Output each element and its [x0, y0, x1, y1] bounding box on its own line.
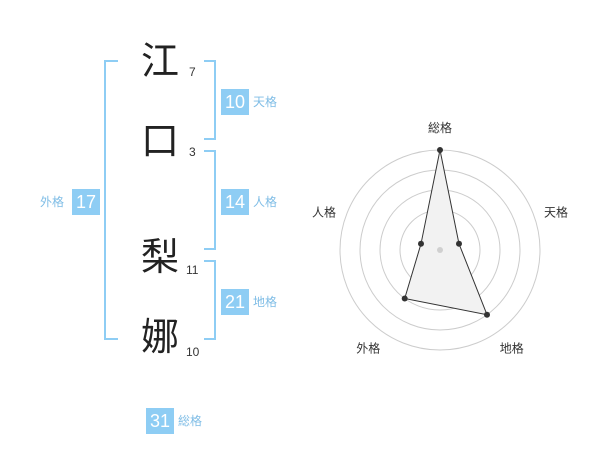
radar-point-1	[456, 240, 462, 247]
tenkaku-label: 天格	[253, 95, 278, 109]
radar-center-dot	[437, 247, 443, 253]
chikaku-label: 地格	[253, 295, 278, 309]
stroke-count-1: 7	[189, 65, 196, 79]
chikaku-bracket	[204, 260, 216, 340]
radar-axis-label-4: 人格	[312, 204, 336, 219]
jinkaku-badge: 14	[221, 189, 249, 215]
soukaku-badge: 31	[146, 408, 174, 434]
tenkaku-bracket	[204, 60, 216, 140]
gaikaku-label: 外格	[40, 195, 65, 209]
gaikaku-badge: 17	[72, 189, 100, 215]
radar-axis-label-0: 総格	[428, 120, 452, 135]
stroke-count-4: 10	[186, 345, 200, 359]
radar-point-0	[437, 147, 443, 153]
radar-point-3	[401, 295, 408, 302]
chikaku-badge: 21	[221, 289, 249, 315]
gaikaku-bracket	[104, 60, 118, 340]
stroke-count-3: 11	[186, 263, 199, 277]
radar-axis-label-2: 地格	[500, 341, 524, 356]
name-char-3: 梨	[141, 235, 180, 279]
stroke-count-2: 3	[189, 145, 196, 159]
soukaku-label: 総格	[178, 414, 203, 428]
name-char-2: 口	[141, 119, 180, 163]
tenkaku-badge: 10	[221, 89, 249, 115]
radar-data-area	[404, 149, 488, 316]
radar-axis-label-3: 外格	[356, 341, 380, 356]
jinkaku-bracket	[204, 150, 216, 250]
radar-point-4	[418, 240, 424, 247]
name-char-4: 娜	[141, 315, 180, 359]
radar-axis-label-1: 天格	[544, 204, 568, 219]
jinkaku-label: 人格	[253, 195, 278, 209]
name-char-1: 江	[141, 39, 180, 83]
radar-point-2	[484, 311, 490, 318]
